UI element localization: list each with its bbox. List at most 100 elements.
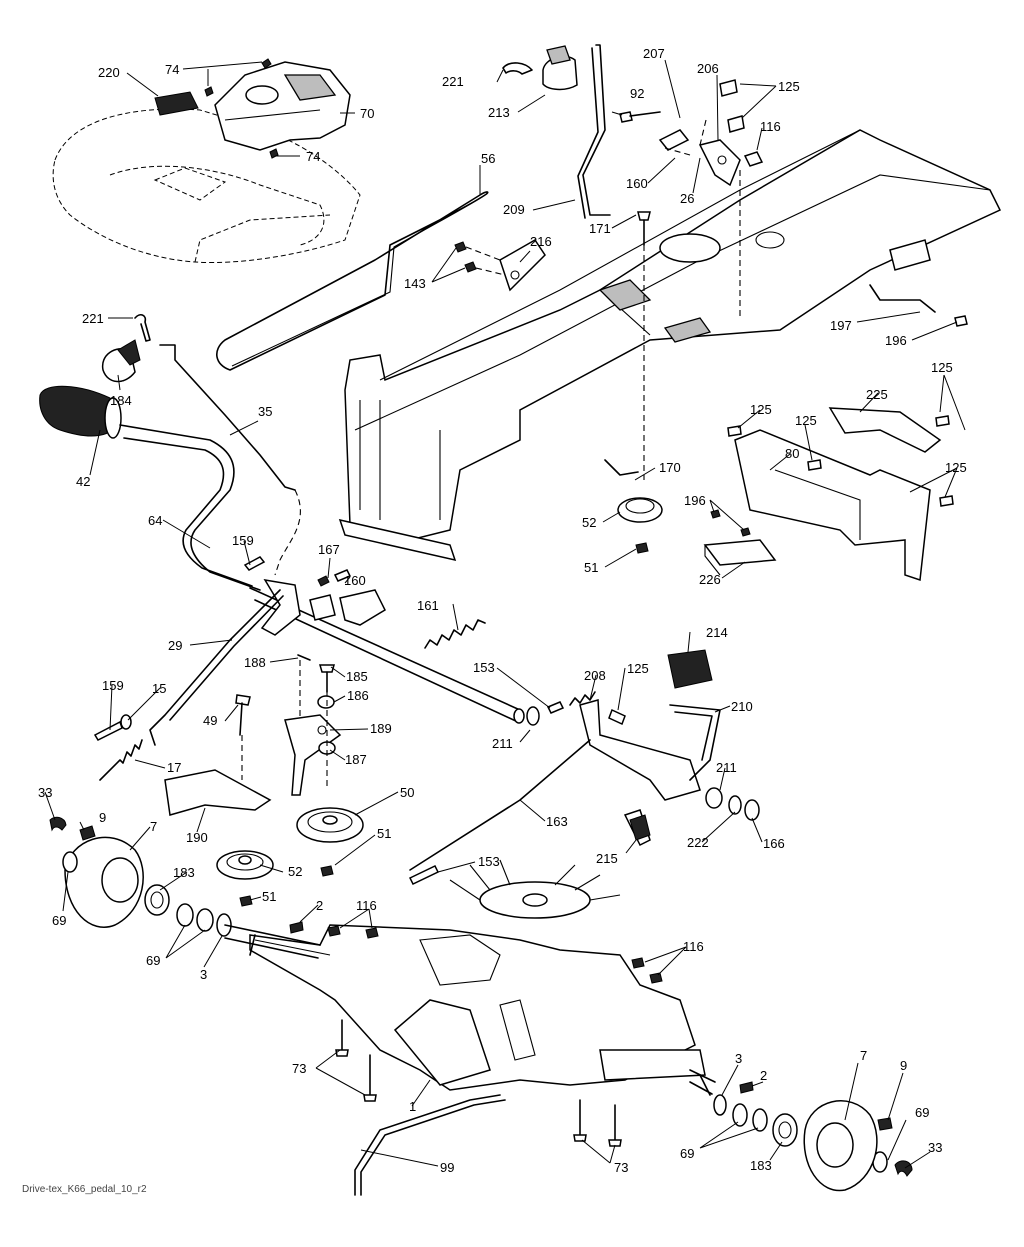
bolt-125-pedal bbox=[608, 708, 626, 726]
clip-33-right-part bbox=[894, 1160, 913, 1177]
callout-label: 64 bbox=[148, 513, 162, 528]
pulley-52b-part bbox=[617, 497, 663, 523]
callout-label: 35 bbox=[258, 404, 272, 419]
callout-label: 189 bbox=[370, 721, 392, 736]
spring-17-part bbox=[99, 739, 143, 781]
callout-label: 116 bbox=[356, 898, 377, 913]
callout-label: 125 bbox=[795, 413, 817, 428]
lift-lever-part bbox=[577, 44, 611, 219]
callout-label: 17 bbox=[167, 760, 181, 775]
callout-label: 159 bbox=[232, 533, 254, 548]
washer-69-left-part bbox=[62, 851, 214, 932]
knob-cover-part bbox=[154, 91, 199, 116]
callout-label: 221 bbox=[82, 311, 104, 326]
callout-label: 211 bbox=[492, 736, 513, 751]
callout-label: 51 bbox=[262, 889, 276, 904]
callout-label: 184 bbox=[110, 393, 132, 408]
callout-label: 170 bbox=[659, 460, 681, 475]
nut-51-part bbox=[239, 865, 334, 907]
callout-label: 153 bbox=[473, 660, 495, 675]
callout-label: 2 bbox=[760, 1068, 767, 1083]
callout-label: 116 bbox=[683, 939, 704, 954]
clip-part bbox=[502, 62, 533, 75]
callout-label: 125 bbox=[627, 661, 649, 676]
callout-label: 51 bbox=[377, 826, 391, 841]
drive-belt-part bbox=[216, 191, 489, 371]
callout-label: 125 bbox=[931, 360, 953, 375]
callout-label: 159 bbox=[102, 678, 124, 693]
callout-label: 73 bbox=[614, 1160, 628, 1175]
spring-161-part bbox=[424, 619, 486, 649]
bolt-9-left-part bbox=[79, 825, 96, 841]
callout-label: 163 bbox=[546, 814, 568, 829]
callout-label: 171 bbox=[589, 221, 611, 236]
idler-arm-189-part bbox=[284, 714, 342, 796]
callout-labels: 220 74 70 74 56 221 213 209 207 92 206 1… bbox=[38, 46, 967, 1175]
callout-label: 215 bbox=[596, 851, 618, 866]
callout-label: 211 bbox=[716, 760, 737, 775]
bearing-183-right-part bbox=[772, 1113, 798, 1147]
washer-3-left-part bbox=[216, 913, 232, 937]
callout-label: 3 bbox=[200, 967, 207, 982]
callout-label: 69 bbox=[52, 913, 66, 928]
grip-42-part bbox=[39, 385, 122, 439]
knob-part bbox=[542, 45, 578, 91]
bearing-183-left-part bbox=[144, 884, 170, 916]
pedal-bracket-part bbox=[260, 578, 386, 636]
bracket-216-part bbox=[499, 239, 546, 292]
callout-label: 74 bbox=[165, 62, 179, 77]
callout-label: 3 bbox=[735, 1051, 742, 1066]
callout-label: 33 bbox=[928, 1140, 942, 1155]
callout-label: 69 bbox=[146, 953, 160, 968]
bracket-80-part bbox=[734, 429, 931, 582]
callout-label: 188 bbox=[244, 655, 266, 670]
washer-222-166-part bbox=[728, 795, 760, 821]
callout-label: 9 bbox=[99, 810, 106, 825]
callout-label: 197 bbox=[830, 318, 852, 333]
callout-label: 160 bbox=[344, 573, 366, 588]
callout-label: 196 bbox=[684, 493, 706, 508]
callout-label: 70 bbox=[360, 106, 374, 121]
knob-184-part bbox=[101, 339, 141, 383]
callout-label: 187 bbox=[345, 752, 367, 767]
callout-label: 125 bbox=[750, 402, 772, 417]
callout-label: 210 bbox=[731, 699, 753, 714]
callout-label: 216 bbox=[530, 234, 552, 249]
rod-163-part bbox=[409, 739, 591, 871]
rod-29-part bbox=[149, 589, 284, 746]
callout-label: 99 bbox=[440, 1160, 454, 1175]
callout-label: 208 bbox=[584, 668, 606, 683]
callout-label: 226 bbox=[699, 572, 721, 587]
callout-label: 225 bbox=[866, 387, 888, 402]
rod-35-part bbox=[159, 344, 296, 491]
bolt-171-part bbox=[637, 211, 651, 246]
bolt-9-right-part bbox=[877, 1117, 893, 1131]
bolt-73-part bbox=[335, 1019, 622, 1147]
callout-label: 185 bbox=[346, 669, 368, 684]
callout-label: 183 bbox=[750, 1158, 772, 1173]
dashed-axis bbox=[241, 119, 741, 790]
callout-label: 160 bbox=[626, 176, 648, 191]
callout-label: 214 bbox=[706, 625, 728, 640]
bracket-part bbox=[698, 139, 741, 187]
callout-label: 221 bbox=[442, 74, 464, 89]
callout-label: 56 bbox=[481, 151, 495, 166]
nut-51b-part bbox=[635, 542, 649, 554]
pedal-pad-214-part bbox=[667, 649, 713, 689]
callout-label: 9 bbox=[900, 1058, 907, 1073]
rod-170-part bbox=[604, 459, 639, 476]
callout-label: 161 bbox=[417, 598, 439, 613]
nut-116-part bbox=[327, 925, 663, 984]
key-2-left-part bbox=[289, 921, 304, 934]
spacer-186-part bbox=[317, 695, 335, 709]
callout-label: 220 bbox=[98, 65, 120, 80]
callout-label: 29 bbox=[168, 638, 182, 653]
pin-153-part bbox=[408, 701, 565, 885]
callout-label: 207 bbox=[643, 46, 665, 61]
bolt-196-part bbox=[710, 509, 751, 537]
seat-outline bbox=[52, 108, 361, 263]
callout-label: 7 bbox=[860, 1048, 867, 1063]
callout-label: 49 bbox=[203, 713, 217, 728]
frame-part bbox=[338, 129, 1002, 562]
